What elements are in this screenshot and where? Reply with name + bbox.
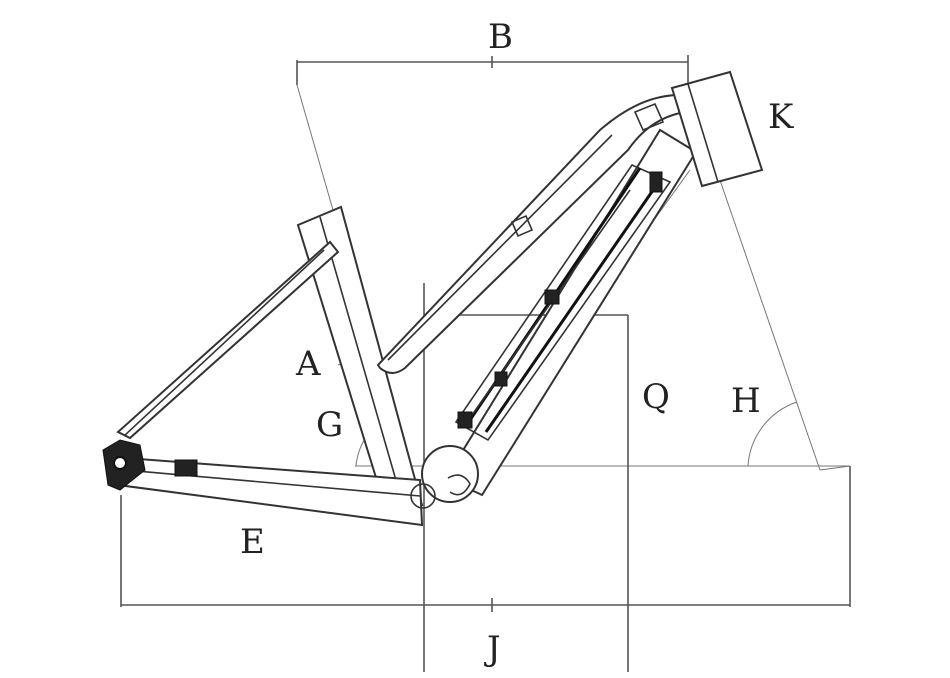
label-j: J: [484, 629, 501, 669]
rear-dropout: [102, 439, 198, 491]
battery-pack: [454, 163, 672, 442]
label-e: E: [240, 522, 265, 562]
label-a: A: [295, 344, 321, 384]
label-k: K: [768, 97, 794, 137]
down-tube: [444, 128, 698, 497]
bottom-bracket: [421, 445, 479, 503]
top-tube: [376, 93, 687, 374]
label-q: Q: [642, 377, 670, 417]
label-g: G: [316, 405, 343, 445]
head-tube: [670, 70, 764, 188]
label-b: B: [488, 17, 513, 57]
dimension-labels: B K A G Q H E J: [240, 17, 794, 669]
bike-frame: [102, 70, 764, 527]
label-h: H: [731, 381, 761, 421]
